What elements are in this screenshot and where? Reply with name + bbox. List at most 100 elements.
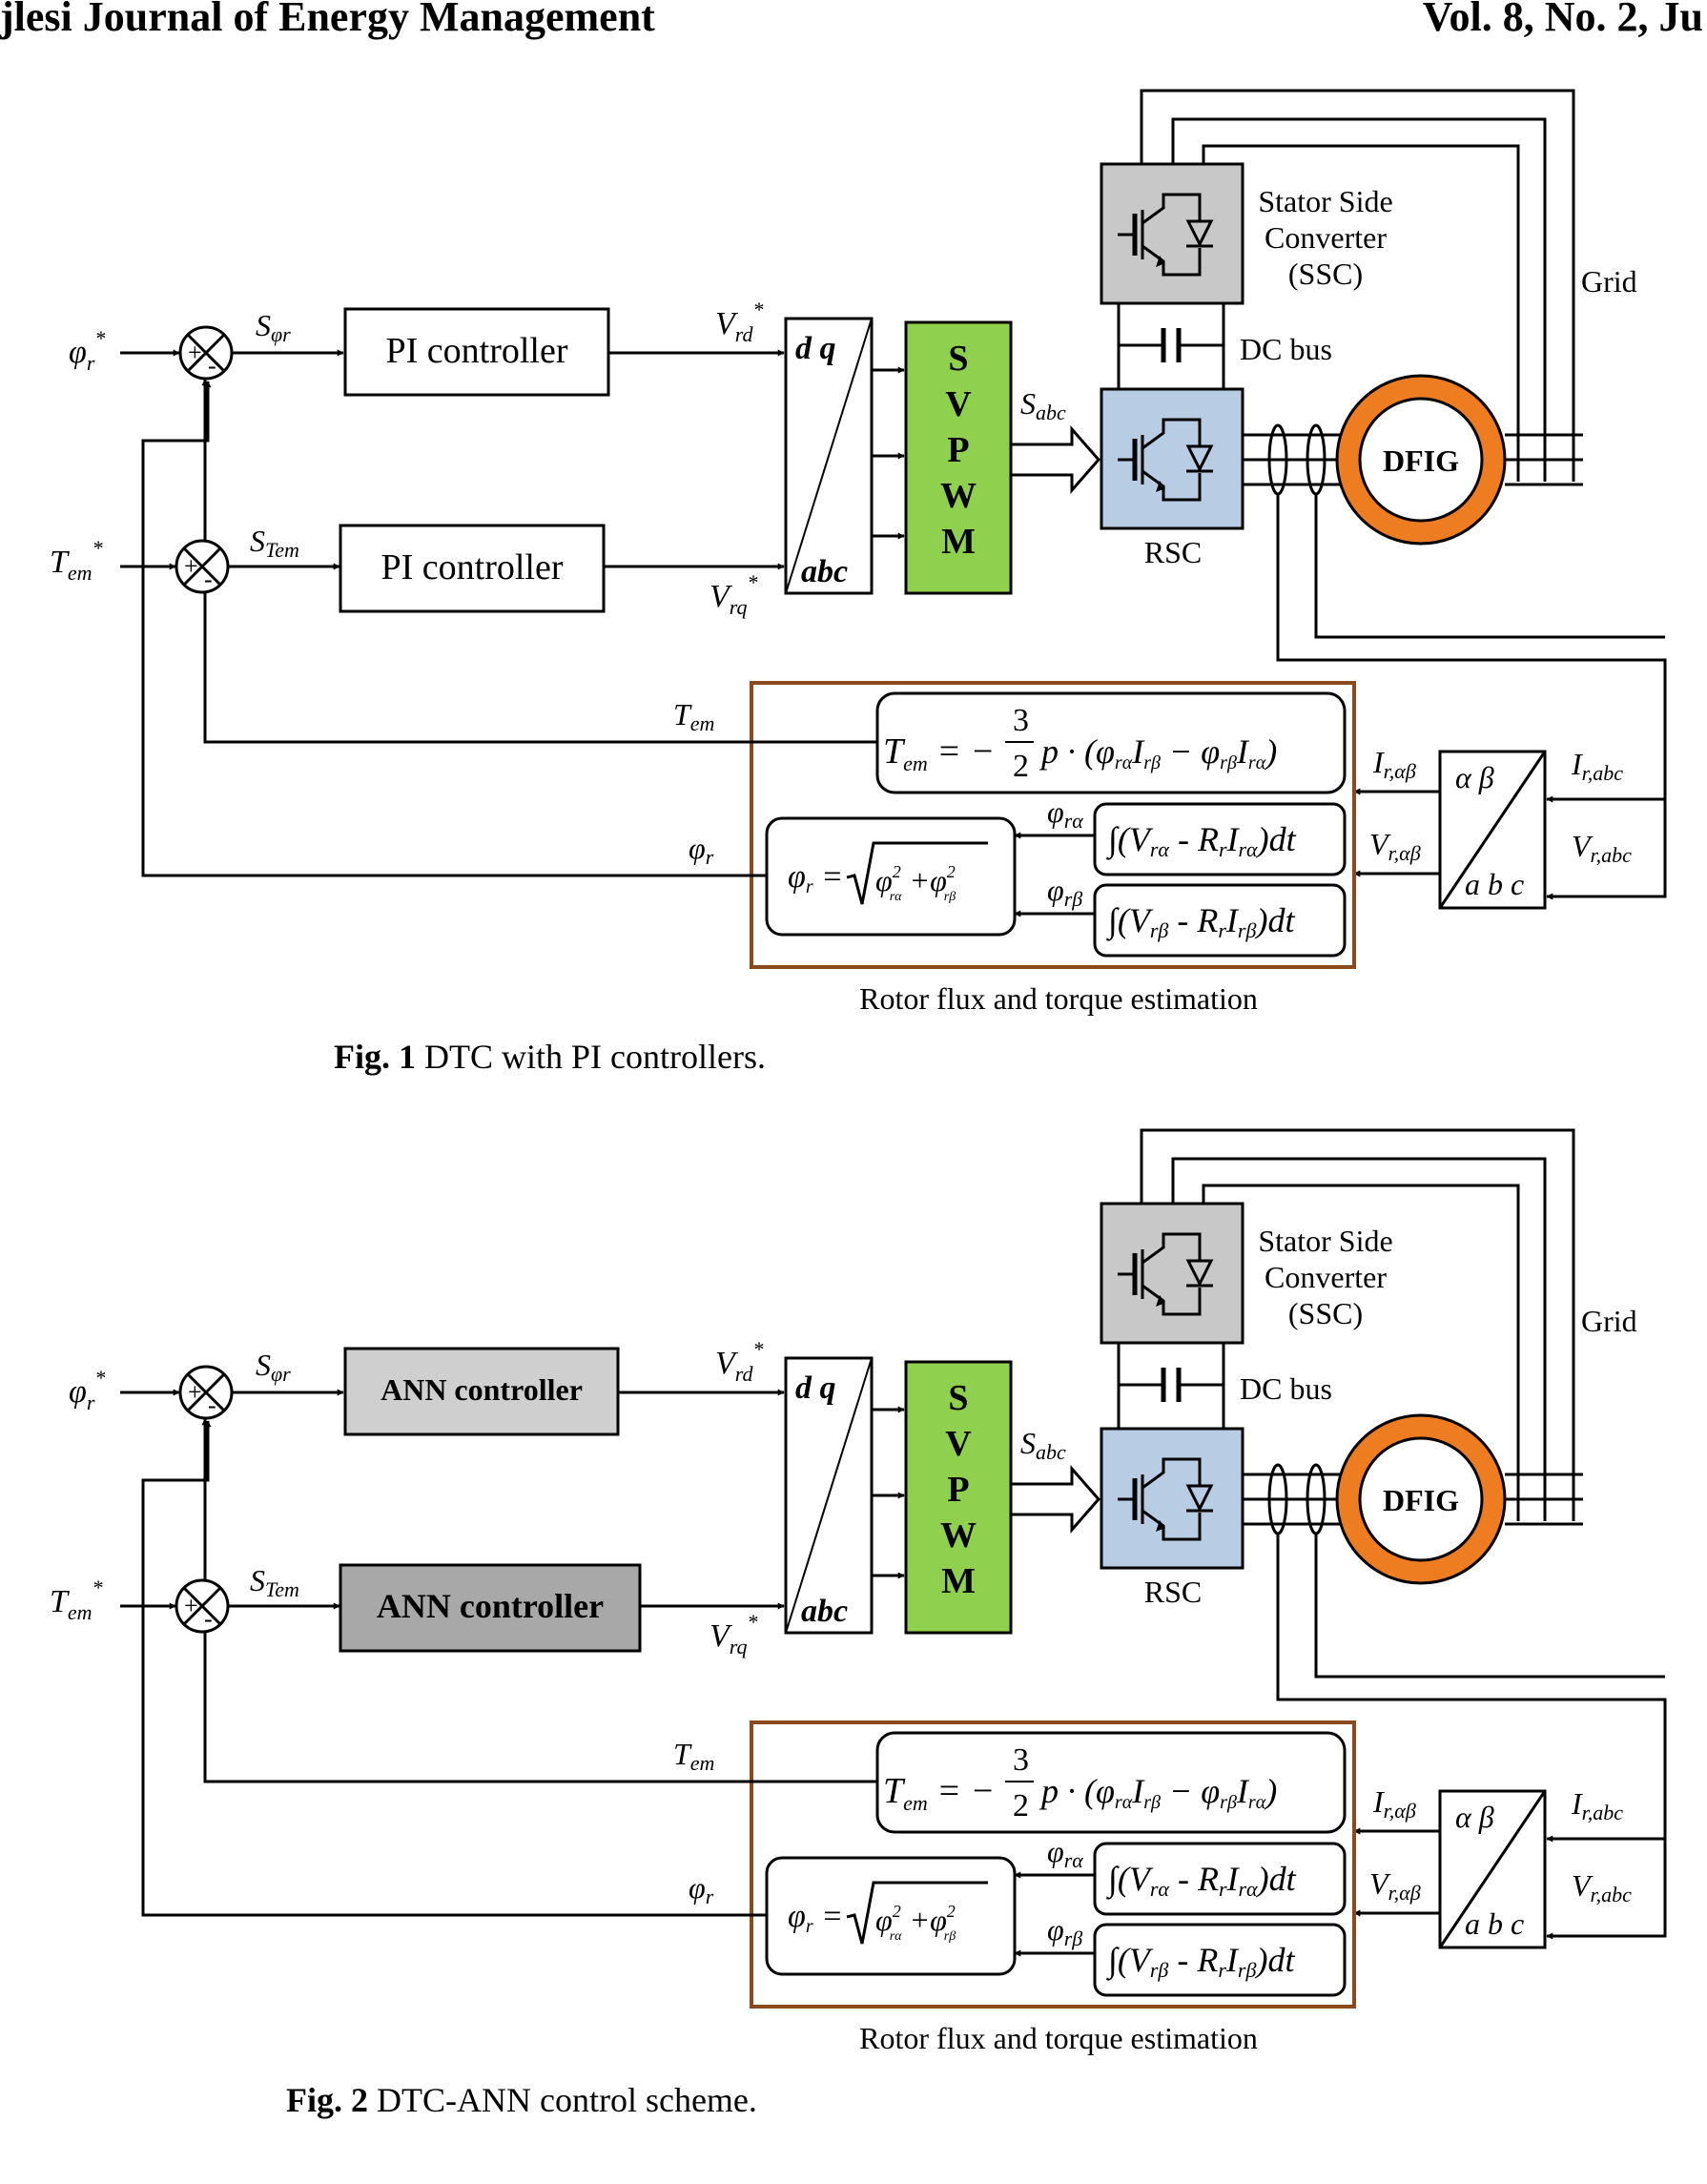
figure-caption: Fig. 2 DTC-ANN control scheme. [286, 2081, 757, 2119]
svg-text:M: M [941, 522, 976, 562]
estimation-block [750, 681, 1356, 969]
v-r-ab-label: Vr,αβ [1369, 827, 1421, 865]
svg-text:Ir,αβ: Ir,αβ [1372, 1784, 1416, 1823]
i-r-ab-label: Ir,αβ [1372, 745, 1416, 783]
svg-text:Converter: Converter [1265, 1260, 1387, 1294]
flux-controller-block [343, 307, 610, 397]
svg-text:Sabc: Sabc [1020, 1426, 1066, 1464]
svg-text:φr*: φr* [69, 1366, 105, 1414]
svg-text:M: M [941, 1561, 976, 1601]
tem-ref-label: Tem* [50, 536, 103, 585]
svg-text:d q: d q [795, 331, 836, 366]
rsc-label: RSC [1144, 535, 1202, 569]
flux-controller-label: ANN controller [380, 1372, 583, 1407]
vrq-ref-label: Vrq* [710, 570, 758, 619]
svg-text:DFIG: DFIG [1383, 1483, 1459, 1517]
i-r-abc-label: Ir,abc [1571, 747, 1623, 785]
svg-text:S: S [948, 1378, 968, 1418]
svg-text:W: W [940, 1515, 977, 1556]
flux-alpha-integral-box [1093, 802, 1347, 876]
dfig-label: DFIG [1383, 443, 1459, 478]
svg-text:2: 2 [1013, 749, 1029, 784]
svg-text:d q: d q [795, 1370, 836, 1406]
svg-text:Vr,αβ: Vr,αβ [1369, 1866, 1421, 1905]
svpwm-block [904, 1360, 1013, 1635]
dfig-ring [1338, 1416, 1504, 1582]
svg-text:W: W [940, 476, 977, 516]
svg-text:(SSC): (SSC) [1288, 1296, 1363, 1330]
svg-text:α β: α β [1455, 760, 1494, 794]
grid-line-a [1140, 89, 1575, 482]
flux-ann-controller-block [343, 1347, 620, 1436]
svg-text:P: P [947, 1470, 969, 1510]
svg-text:STem: STem [250, 1563, 299, 1601]
torque-controller-block [339, 524, 606, 613]
estimation-title: Rotor flux and torque estimation [859, 981, 1258, 1016]
flux-alpha-integral-box [1093, 1842, 1347, 1916]
svg-text:3: 3 [1013, 1742, 1029, 1778]
svg-text:Ir,abc: Ir,abc [1571, 1786, 1623, 1824]
summing-junction-flux [178, 325, 234, 381]
svg-text:Tem: Tem [673, 1737, 714, 1775]
svg-text:∫(Vrβ - RrIrβ)dt: ∫(Vrβ - RrIrβ)dt [1106, 901, 1295, 942]
svg-text:Vrq*: Vrq* [710, 1610, 758, 1659]
svg-text:φrα: φrα [1047, 1834, 1083, 1872]
svg-text:α β: α β [1455, 1800, 1494, 1834]
sabc-arrow [1009, 425, 1100, 494]
ssc-label: Converter [1265, 220, 1387, 255]
svg-text:∫(Vrβ - RrIrβ)dt: ∫(Vrβ - RrIrβ)dt [1106, 1941, 1295, 1982]
torque-equation: Tem = − [883, 731, 995, 775]
torque-controller-label: ANN controller [377, 1587, 604, 1625]
estimation-block [750, 1720, 1356, 2009]
figure-caption: Fig. 1 DTC with PI controllers. [334, 1038, 766, 1076]
svg-text:φr: φr [689, 1870, 714, 1908]
svg-text:Stator Side: Stator Side [1258, 1224, 1392, 1258]
svg-text:∫(Vrα - RrIrα)dt: ∫(Vrα - RrIrα)dt [1106, 1860, 1297, 1901]
svg-text:P: P [947, 430, 969, 470]
volume-info: Vol. 8, No. 2, Ju [1423, 0, 1703, 40]
ssc-label: (SSC) [1288, 257, 1363, 291]
dc-bus-label: DC bus [1240, 332, 1332, 366]
grid-line-b [1171, 117, 1547, 482]
svg-text:φrα: φrα [1047, 794, 1083, 833]
svg-text:V: V [945, 384, 972, 424]
dfig-ring [1338, 377, 1504, 543]
svg-text:∫(Vrα - RrIrα)dt: ∫(Vrα - RrIrα)dt [1106, 820, 1297, 861]
flux-equation: φr = [788, 859, 843, 897]
journal-title: jlesi Journal of Energy Management [0, 0, 655, 40]
torque-controller-label: PI controller [380, 547, 563, 587]
svg-text:φr =: φr = [788, 1899, 843, 1937]
svg-text:φrβ: φrβ [1047, 873, 1082, 911]
phi-ref-label: φr* [69, 326, 105, 375]
svg-text:a b c: a b c [1465, 867, 1524, 901]
flux-beta-integral-box [1093, 883, 1347, 958]
svg-text:Tem*: Tem* [50, 1576, 103, 1624]
figure-1: Stator Side Converter (SSC) Grid DC bus … [50, 89, 1667, 1076]
grid-line-c [1202, 144, 1520, 482]
svg-text:DC bus: DC bus [1240, 1371, 1332, 1406]
svg-text:RSC: RSC [1144, 1575, 1202, 1609]
svg-text:abc: abc [801, 554, 848, 589]
figure-2: Stator Side Converter (SSC) Grid DC bus … [50, 1128, 1667, 2119]
grid-label: Grid [1581, 264, 1637, 299]
summing-junction-torque [175, 1578, 230, 1635]
tem-feedback-label: Tem [673, 697, 714, 735]
svg-text:2: 2 [1013, 1788, 1029, 1823]
phi-feedback-label: φr [689, 831, 714, 869]
svg-text:3: 3 [1013, 703, 1029, 738]
svg-text:a b c: a b c [1465, 1906, 1524, 1941]
svg-text:S: S [948, 339, 968, 379]
svg-text:p · (φrαIrβ − φrβIrα): p · (φrαIrβ − φrβIrα) [1039, 1772, 1277, 1813]
svg-text:Tem = −: Tem = − [883, 1771, 995, 1815]
svg-text:Sφr: Sφr [256, 1348, 291, 1386]
summing-junction-flux [178, 1365, 234, 1421]
svpwm-block [904, 320, 1013, 595]
svg-text:Vr,abc: Vr,abc [1572, 1868, 1632, 1906]
grid-label: Grid [1581, 1304, 1637, 1338]
torque-ann-controller-block [339, 1563, 642, 1653]
sabc-arrow [1009, 1465, 1100, 1534]
flux-controller-label: PI controller [385, 331, 567, 371]
